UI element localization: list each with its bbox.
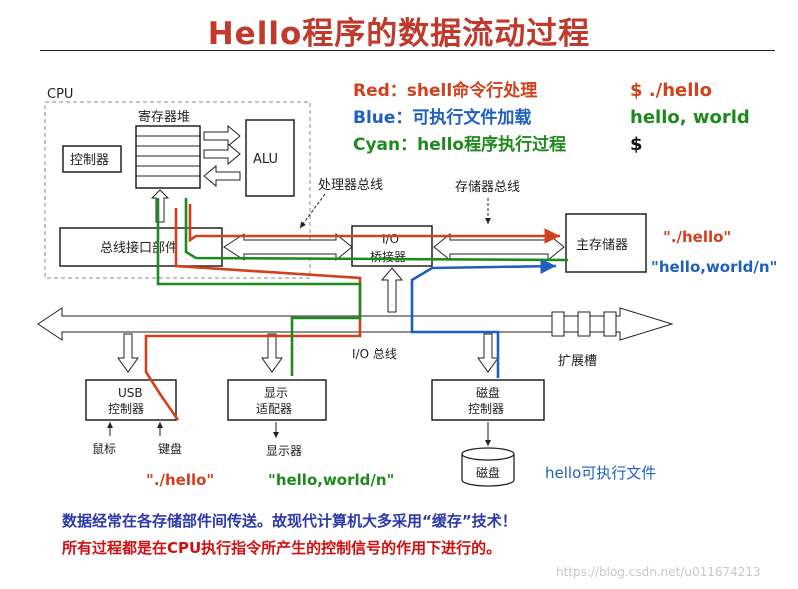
io-bridge-label-1: I/O — [382, 232, 399, 246]
main-memory-box — [565, 213, 647, 273]
processor-bus — [223, 232, 353, 262]
memory-bus-label: 存储器总线 — [455, 180, 520, 195]
iobus-disk-arrow — [477, 333, 499, 373]
legend-red: Red：shell命令行处理 — [353, 80, 537, 101]
green-flow-memory-to-regs — [184, 198, 569, 262]
cpu-label: CPU — [47, 87, 73, 102]
display-adapter-label-2: 适配器 — [256, 402, 292, 416]
bus-interface-label: 总线接口部件 — [100, 240, 178, 256]
red-flow-regs-to-memory — [188, 204, 560, 244]
io-bus-label: I/O 总线 — [352, 347, 397, 361]
controller-box — [62, 145, 122, 173]
bus-interface-box — [59, 227, 223, 267]
terminal-line-2: hello, world — [630, 107, 750, 128]
mouse-label: 鼠标 — [92, 442, 116, 456]
iobus-usb-arrow — [117, 333, 139, 373]
alu-label: ALU — [253, 152, 278, 167]
reg-to-alu-arrow-2 — [203, 142, 241, 166]
terminal-line-3: $ — [630, 134, 643, 155]
processor-bus-label: 处理器总线 — [318, 178, 383, 193]
register-file-label: 寄存器堆 — [138, 109, 190, 125]
disk-file-annotation: hello可执行文件 — [545, 464, 656, 482]
iobus-display-arrow — [261, 333, 283, 373]
cpu-region — [44, 101, 311, 279]
title-divider — [40, 50, 775, 51]
keyboard-label: 键盘 — [158, 441, 182, 456]
green-flow-regs-to-display — [156, 198, 362, 376]
display-adapter-box — [227, 379, 327, 421]
memory-hello-annotation: "./hello" — [663, 228, 731, 246]
alu-box — [245, 119, 295, 197]
usb-label-1: USB — [118, 386, 143, 400]
register-file — [135, 125, 201, 189]
memory-output-annotation: "hello,world/n" — [651, 258, 777, 276]
display-output-annotation: "hello,world/n" — [268, 471, 394, 489]
watermark: https://blog.csdn.net/u011674213 — [556, 565, 761, 579]
reg-to-alu-arrow-1 — [203, 124, 241, 148]
display-adapter-label-1: 显示 — [264, 386, 288, 400]
footer-line-2: 所有过程都是在CPU执行指令所产生的控制信号的作用下进行的。 — [62, 539, 501, 557]
alu-to-reg-arrow — [203, 164, 241, 188]
io-bus — [37, 307, 674, 341]
controller-label: 控制器 — [70, 153, 109, 168]
keyboard-hello-annotation: "./hello" — [146, 471, 214, 489]
disk-label: 磁盘 — [476, 465, 500, 480]
reg-bus-arrow — [150, 189, 170, 223]
blue-flow-disk-to-memory — [410, 258, 557, 378]
bridge-iobus-arrow — [380, 267, 404, 313]
io-bridge-label-2: 桥接器 — [370, 249, 406, 264]
main-memory-label: 主存储器 — [576, 238, 628, 253]
expansion-slots — [551, 311, 617, 337]
memory-bus — [433, 232, 565, 262]
red-flow-kbd-to-regs — [144, 208, 362, 421]
page-title: Hello程序的数据流动过程 — [207, 16, 591, 52]
disk-controller-label-2: 控制器 — [468, 402, 504, 416]
legend-blue: Blue：可执行文件加载 — [353, 107, 531, 128]
monitor-label: 显示器 — [266, 444, 302, 458]
disk-controller-label-1: 磁盘 — [476, 385, 500, 400]
expansion-slot-label: 扩展槽 — [558, 354, 597, 369]
disk-icon — [461, 447, 515, 487]
usb-controller-box — [85, 379, 177, 421]
disk-controller-box — [431, 379, 545, 421]
terminal-line-1: $ ./hello — [630, 80, 712, 101]
usb-label-2: 控制器 — [108, 402, 144, 416]
legend-cyan: Cyan：hello程序执行过程 — [353, 134, 566, 155]
footer-line-1: 数据经常在各存储部件间传送。故现代计算机大多采用“缓存”技术！ — [62, 512, 517, 530]
